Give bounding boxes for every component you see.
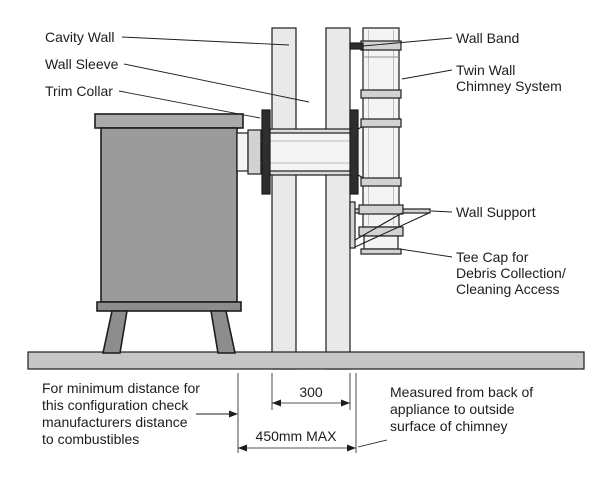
wall-support-band — [358, 204, 404, 215]
label-trim-collar: Trim Collar — [45, 83, 113, 99]
note-min-distance-line4: to combustibles — [42, 431, 139, 447]
note-min-distance-line1: For minimum distance for — [42, 380, 200, 396]
wall-band-leader-line — [362, 37, 453, 47]
stove-body — [100, 127, 238, 303]
dimension-450-arrow-left — [238, 444, 247, 452]
cavity-wall-outer-leaf — [325, 27, 351, 370]
ground — [27, 351, 585, 370]
wall-support-brace-short — [354, 212, 403, 241]
label-tee-cap-line1: Tee Cap for — [456, 249, 529, 265]
tee-cap-leader-line — [399, 248, 453, 258]
dimension-300-arrow-right — [341, 399, 350, 407]
flue-stub — [236, 132, 249, 172]
tee-joint-band-top — [360, 118, 402, 128]
label-tee-cap-line2: Debris Collection/ — [456, 265, 566, 281]
stove-top — [94, 113, 244, 129]
label-wall-sleeve: Wall Sleeve — [45, 56, 119, 72]
tee-joint-band-bottom — [360, 177, 402, 187]
note-min-distance-line2: this configuration check — [42, 397, 189, 413]
label-wall-support: Wall Support — [456, 204, 536, 220]
dimension-300-value: 300 — [299, 384, 323, 400]
tee-cap-flange — [360, 248, 402, 255]
note-measurement-line2: appliance to outside — [390, 401, 515, 417]
note-measurement-line1: Measured from back of — [390, 384, 533, 400]
chimney-joint-band-upper — [360, 89, 402, 99]
note-measurement-line3: surface of chimney — [390, 418, 508, 434]
cavity-wall-inner-leaf — [271, 27, 297, 370]
min-distance-leader-arrow — [229, 410, 238, 418]
label-cavity-wall: Cavity Wall — [45, 29, 115, 45]
wall-support-brace-long — [354, 212, 430, 248]
flue-locking-band — [247, 129, 262, 175]
cavity-wall-leader-line — [121, 36, 290, 46]
stove — [94, 113, 244, 354]
wall-sleeve-outer-plate — [349, 109, 359, 195]
measurement-leader-line — [357, 439, 388, 448]
wall-band-bracket — [349, 42, 364, 50]
dimension-450-arrow-right — [347, 444, 356, 452]
trim-collar — [261, 109, 271, 195]
stove-base — [96, 301, 242, 312]
label-twin-wall-line1: Twin Wall — [456, 62, 515, 78]
flue-pipe — [260, 132, 364, 172]
trim-collar-leader-line — [118, 90, 261, 119]
wall-support-wall-plate — [349, 201, 356, 249]
label-wall-band: Wall Band — [456, 30, 519, 46]
twin-wall-leader-line — [401, 69, 453, 80]
tee-cap — [363, 235, 399, 250]
dimension-450-value: 450mm MAX — [256, 428, 338, 444]
stove-leg-left — [102, 310, 128, 354]
wall-support-leader-line — [430, 210, 453, 213]
note-min-distance-line3: manufacturers distance — [42, 414, 188, 430]
wall-sleeve-leader-line — [123, 63, 310, 103]
dimension-300-arrow-left — [272, 399, 281, 407]
stove-leg-right — [210, 310, 236, 354]
label-tee-cap-line3: Cleaning Access — [456, 281, 560, 297]
label-twin-wall-line2: Chimney System — [456, 78, 562, 94]
